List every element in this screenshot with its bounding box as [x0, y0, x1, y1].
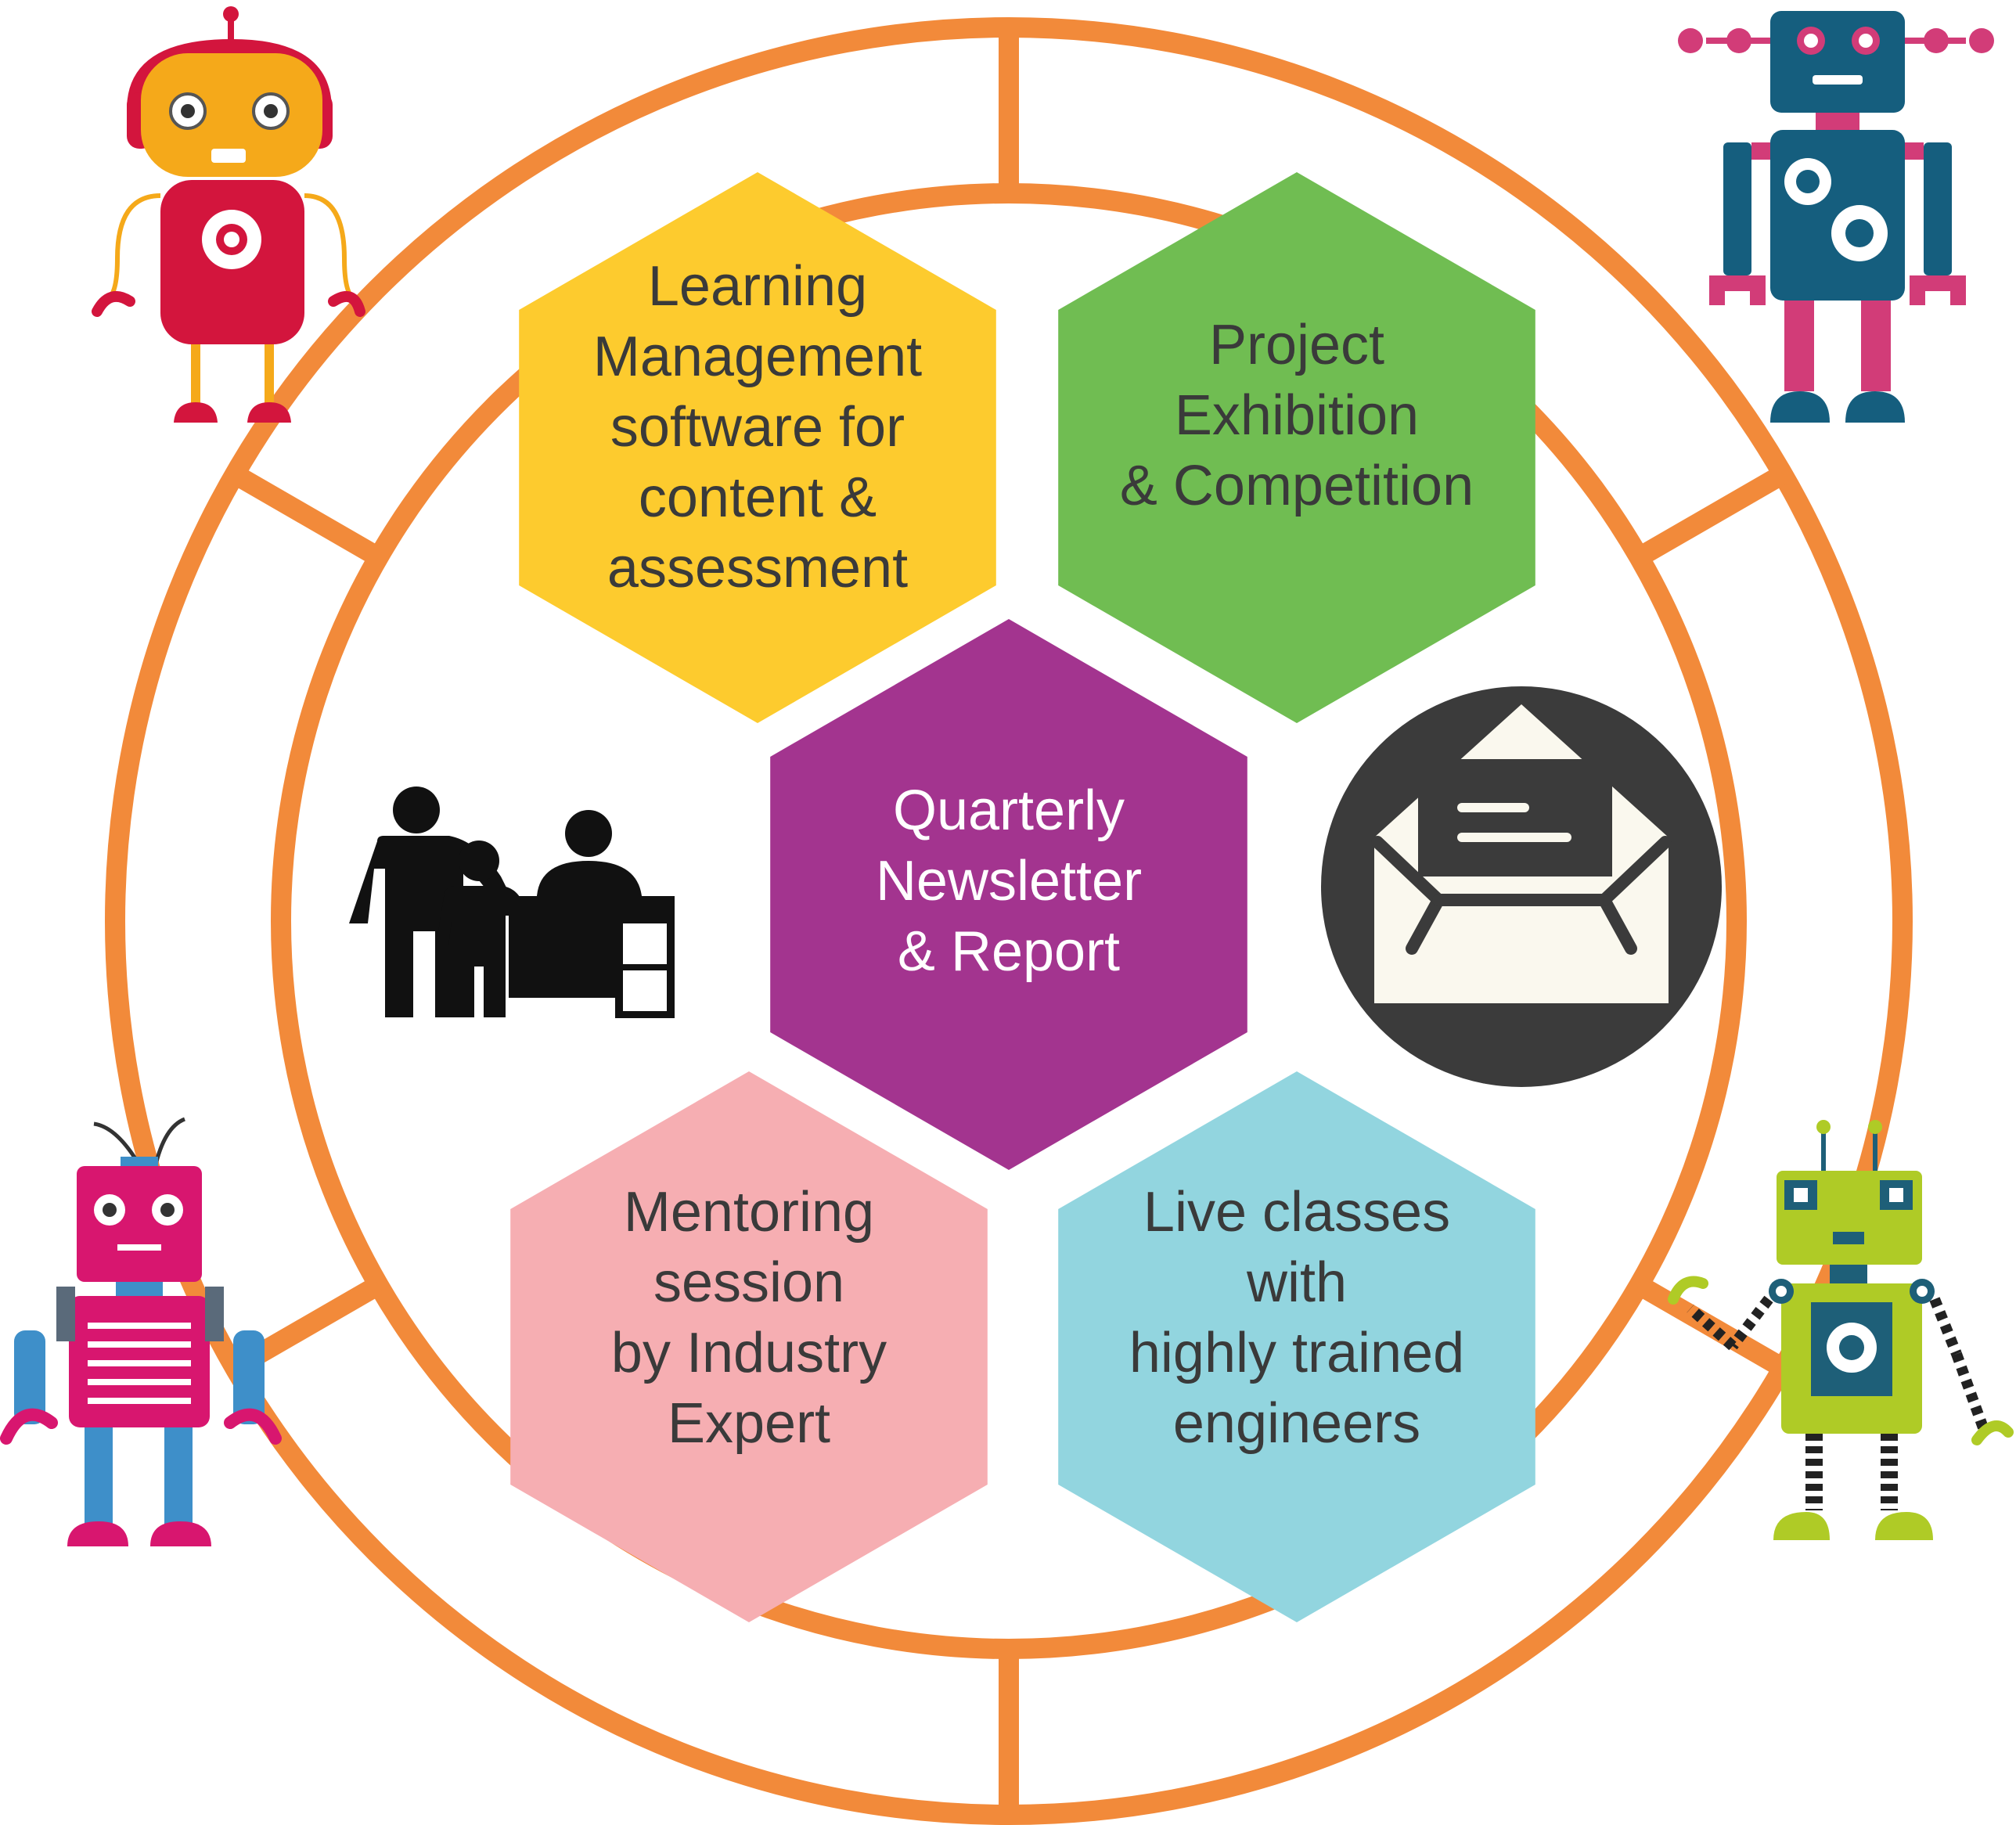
hex-mentoring-line: Expert — [668, 1392, 830, 1455]
hex-lms-line: Learning — [648, 255, 867, 318]
robot-top-left — [92, 6, 365, 423]
robot-top-right — [1678, 11, 1994, 423]
hex-lms-line: Management — [593, 326, 922, 388]
hex-live-line: engineers — [1173, 1392, 1420, 1455]
hex-newsletter-line: Quarterly — [893, 779, 1125, 842]
robot-bottom-right — [1668, 1120, 2014, 1540]
hex-lms-line: content & — [639, 466, 877, 529]
hex-live-label: Live classes with highly trained engineers — [1129, 1181, 1464, 1455]
open-envelope-icon — [1321, 686, 1722, 1087]
hex-project-line: & Competition — [1120, 455, 1474, 517]
hex-mentoring-line: by Industry — [611, 1322, 887, 1384]
hex-lms-line: software for — [610, 396, 905, 459]
hex-project-line: Project — [1209, 314, 1384, 376]
hex-lms-line: assessment — [607, 537, 908, 599]
ring-spoke — [229, 465, 384, 567]
hex-mentoring-line: Mentoring — [624, 1181, 874, 1244]
parent-teacher-meeting-icon — [349, 787, 675, 1018]
hex-live-line: Live classes — [1143, 1181, 1450, 1244]
hex-mentoring-line: session — [653, 1251, 844, 1314]
hex-newsletter-line: & Report — [898, 920, 1120, 983]
hex-live-line: with — [1246, 1251, 1347, 1314]
hex-project-line: Exhibition — [1175, 384, 1419, 447]
hex-live: Live classes with highly trained engineers — [1058, 1071, 1535, 1622]
hex-newsletter-line: Newsletter — [876, 850, 1142, 912]
hex-live-line: highly trained — [1129, 1322, 1464, 1384]
robot-bottom-left — [0, 1117, 282, 1546]
ring-spoke — [1633, 465, 1788, 567]
